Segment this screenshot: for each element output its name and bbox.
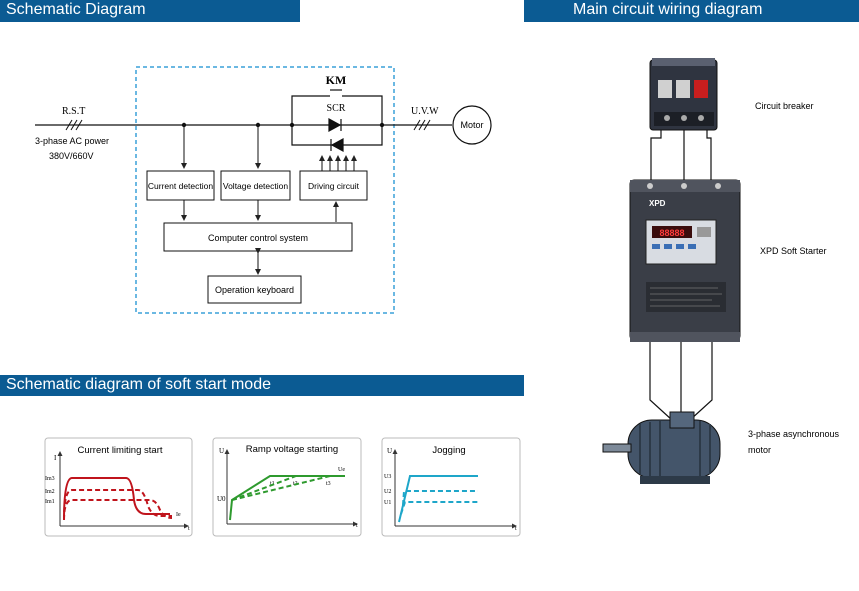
current-x-label: t	[188, 526, 190, 532]
power-label-line2: 380V/660V	[49, 151, 94, 161]
starter-brand-label: XPD	[649, 199, 666, 208]
junction-dot	[289, 122, 295, 128]
motor-label-line2: motor	[748, 445, 771, 455]
jog-title: Jogging	[432, 445, 465, 456]
uvw-phase-marks	[413, 119, 431, 131]
current-y-label: I	[54, 454, 57, 462]
power-label-line1: 3-phase AC power	[35, 136, 109, 146]
km-label: KM	[326, 73, 347, 87]
junction-dot	[379, 122, 385, 128]
current-level-label: Im1	[45, 499, 55, 505]
supply-wires	[650, 130, 712, 180]
circuit-breaker-image	[649, 58, 718, 131]
ramp-title: Ramp voltage starting	[246, 444, 338, 455]
computer-control-label: Computer control system	[208, 233, 308, 243]
motor-label: Motor	[460, 120, 483, 130]
current-level-label: Im3	[45, 476, 55, 482]
jog-x-label: t	[515, 526, 517, 532]
km-bypass-line	[291, 95, 383, 125]
computer-control-box	[163, 222, 353, 252]
ramp-y-label: U	[219, 447, 224, 455]
voltage-detection-label: Voltage detection	[223, 181, 288, 191]
controller-boundary	[135, 66, 395, 314]
schematic-diagram: R.S.T 3-phase AC power 380V/660V U.V.W M…	[35, 66, 492, 314]
wiring-diagram-heading: Main circuit wiring diagram	[573, 1, 763, 18]
jog-panel	[381, 437, 521, 537]
schematic-diagram-banner: Schematic Diagram	[0, 0, 300, 22]
driving-circuit-box	[299, 170, 368, 201]
schematic-diagram-heading: Schematic Diagram	[6, 1, 146, 18]
jog-level-label: U3	[384, 474, 391, 480]
ramp-end-label: Ue	[338, 467, 345, 473]
current-detection-box	[146, 170, 215, 201]
jog-level-label: U2	[384, 489, 391, 495]
motor-label-line1: 3-phase asynchronous	[748, 429, 840, 439]
motor-wires	[649, 342, 713, 421]
current-limit-title: Current limiting start	[78, 445, 163, 456]
current-detection-label: Current detection	[148, 181, 213, 191]
soft-start-heading: Schematic diagram of soft start mode	[6, 376, 271, 393]
wiring-diagram: XPD 88888 Circuit breaker XPD Soft Start…	[602, 58, 840, 484]
jog-level-label: U1	[384, 500, 391, 506]
jog-y-label: U	[387, 447, 392, 455]
scr-symbol	[328, 117, 344, 153]
scr-label: SCR	[327, 103, 346, 114]
soft-starter-image	[629, 179, 741, 342]
driving-circuit-label: Driving circuit	[308, 181, 360, 191]
rst-phase-marks	[65, 119, 83, 131]
current-curves	[63, 477, 173, 521]
voltage-detection-box	[220, 170, 291, 201]
operation-keyboard-box	[207, 275, 302, 304]
starter-display-readout: 88888	[659, 228, 684, 238]
ramp-time-label: t3	[326, 481, 331, 487]
circuit-breaker-label: Circuit breaker	[755, 101, 814, 111]
operation-keyboard-label: Operation keyboard	[215, 285, 294, 295]
motor-image	[602, 411, 721, 484]
jog-curves	[398, 475, 478, 523]
soft-starter-label: XPD Soft Starter	[760, 246, 827, 256]
rst-label: R.S.T	[62, 106, 85, 117]
ramp-x-label: t	[356, 523, 358, 529]
ramp-curves	[229, 475, 345, 521]
motor-circle	[452, 105, 492, 145]
current-level-label: Im2	[45, 489, 55, 495]
current-end-label: Ie	[176, 512, 181, 518]
gate-arrows	[319, 155, 357, 172]
current-limit-panel	[44, 437, 193, 537]
soft-start-panels: Current limiting start I t Im3 Im2 Im1 I…	[44, 437, 521, 537]
uvw-label: U.V.W	[411, 106, 439, 117]
soft-start-banner: Schematic diagram of soft start mode	[0, 375, 524, 396]
ramp-start-label: U0	[217, 495, 226, 503]
wiring-diagram-banner: Main circuit wiring diagram	[524, 0, 859, 22]
